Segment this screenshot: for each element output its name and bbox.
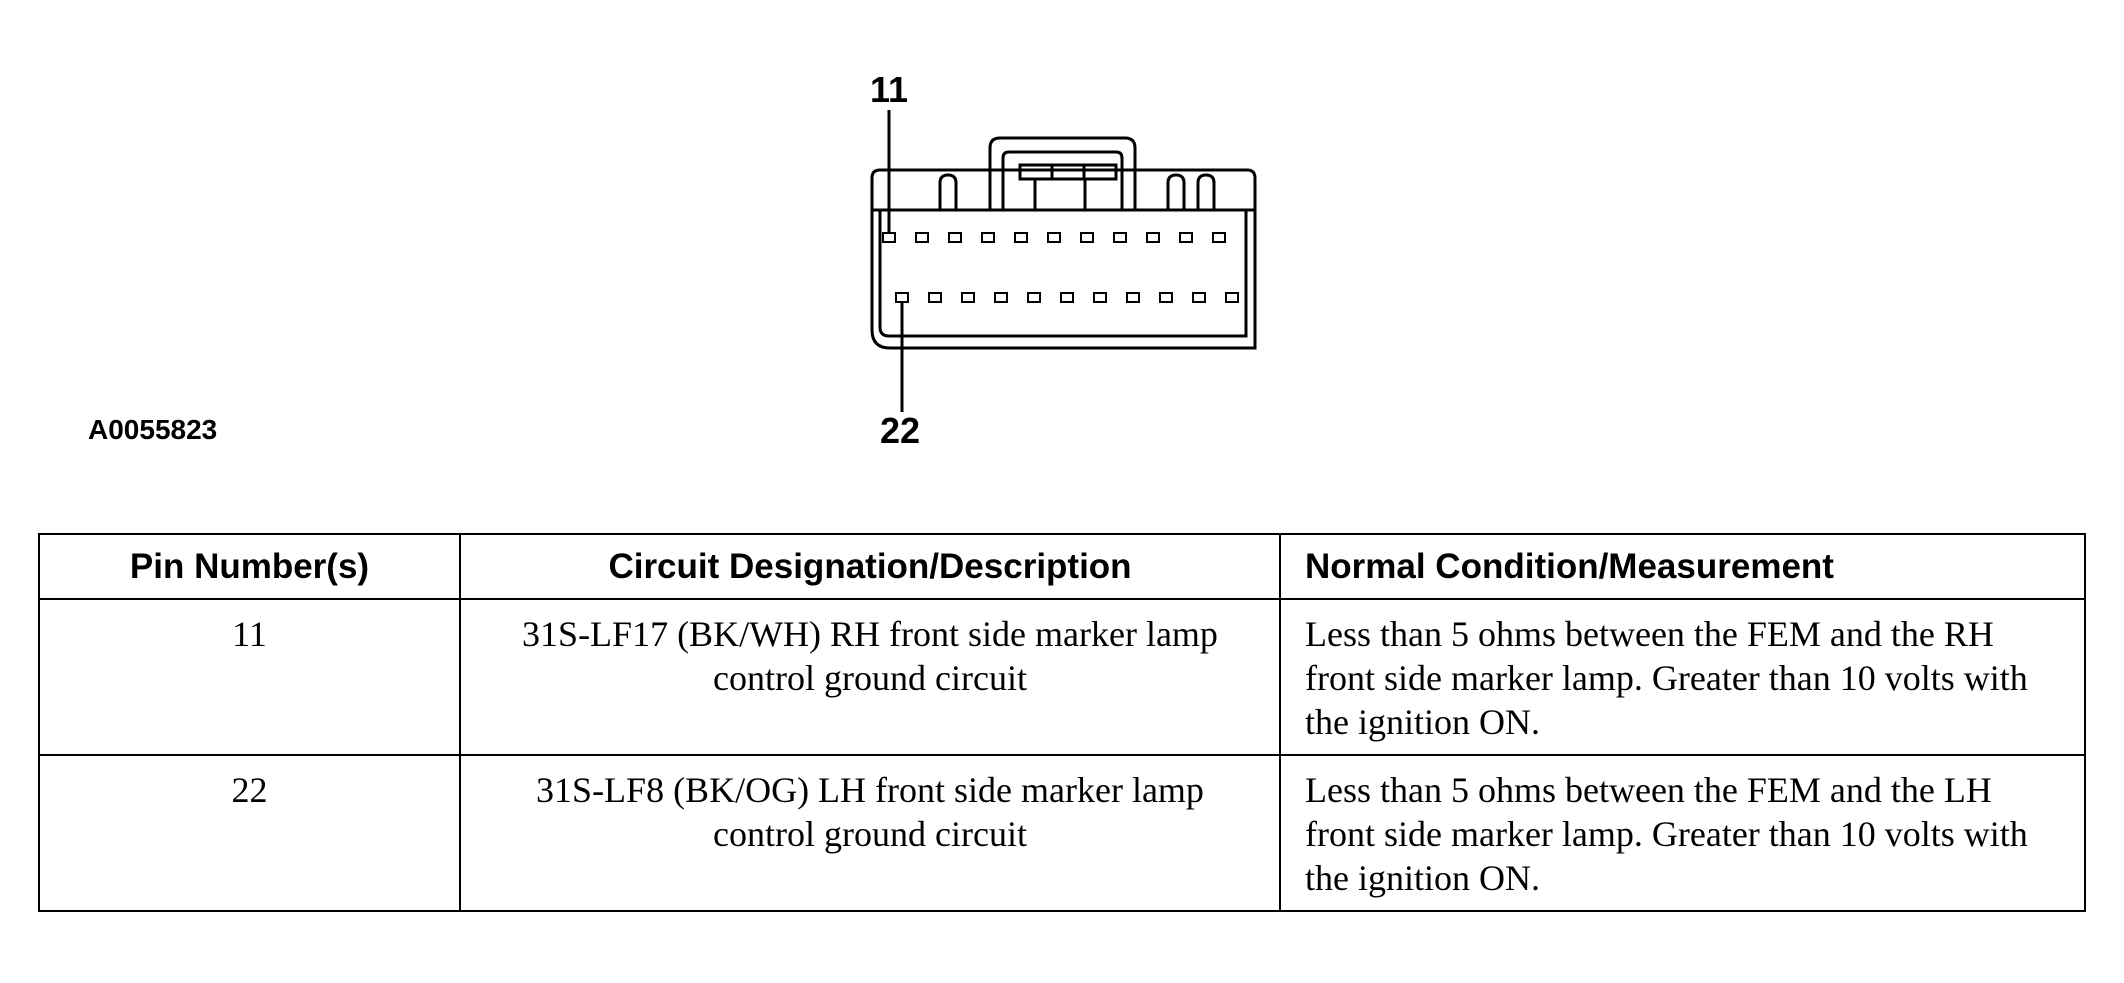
connector-diagram: 11 22 A0055823 xyxy=(88,69,1257,451)
connector-face-drawing xyxy=(870,110,1257,412)
pin-11-callout-label: 11 xyxy=(870,69,909,110)
table-row: 11 31S-LF17 (BK/WH) RH front side marker… xyxy=(38,598,2086,756)
pin-number-header: Pin Number(s) xyxy=(38,533,461,600)
pin-number-cell: 11 xyxy=(38,598,461,756)
table-header-row: Pin Number(s) Circuit Designation/Descri… xyxy=(38,533,2086,600)
pin-specification-table: Pin Number(s) Circuit Designation/Descri… xyxy=(38,533,2086,912)
pin-number-cell: 22 xyxy=(38,754,461,912)
condition-measurement-cell: Less than 5 ohms between the FEM and the… xyxy=(1279,598,2086,756)
pin-22-callout-label: 22 xyxy=(880,410,921,451)
normal-condition-header: Normal Condition/Measurement xyxy=(1279,533,2086,600)
circuit-description-cell: 31S-LF17 (BK/WH) RH front side marker la… xyxy=(459,598,1281,756)
condition-measurement-cell: Less than 5 ohms between the FEM and the… xyxy=(1279,754,2086,912)
figure-reference-id: A0055823 xyxy=(88,414,218,445)
circuit-description-cell: 31S-LF8 (BK/OG) LH front side marker lam… xyxy=(459,754,1281,912)
table-row: 22 31S-LF8 (BK/OG) LH front side marker … xyxy=(38,754,2086,912)
circuit-designation-header: Circuit Designation/Description xyxy=(459,533,1281,600)
